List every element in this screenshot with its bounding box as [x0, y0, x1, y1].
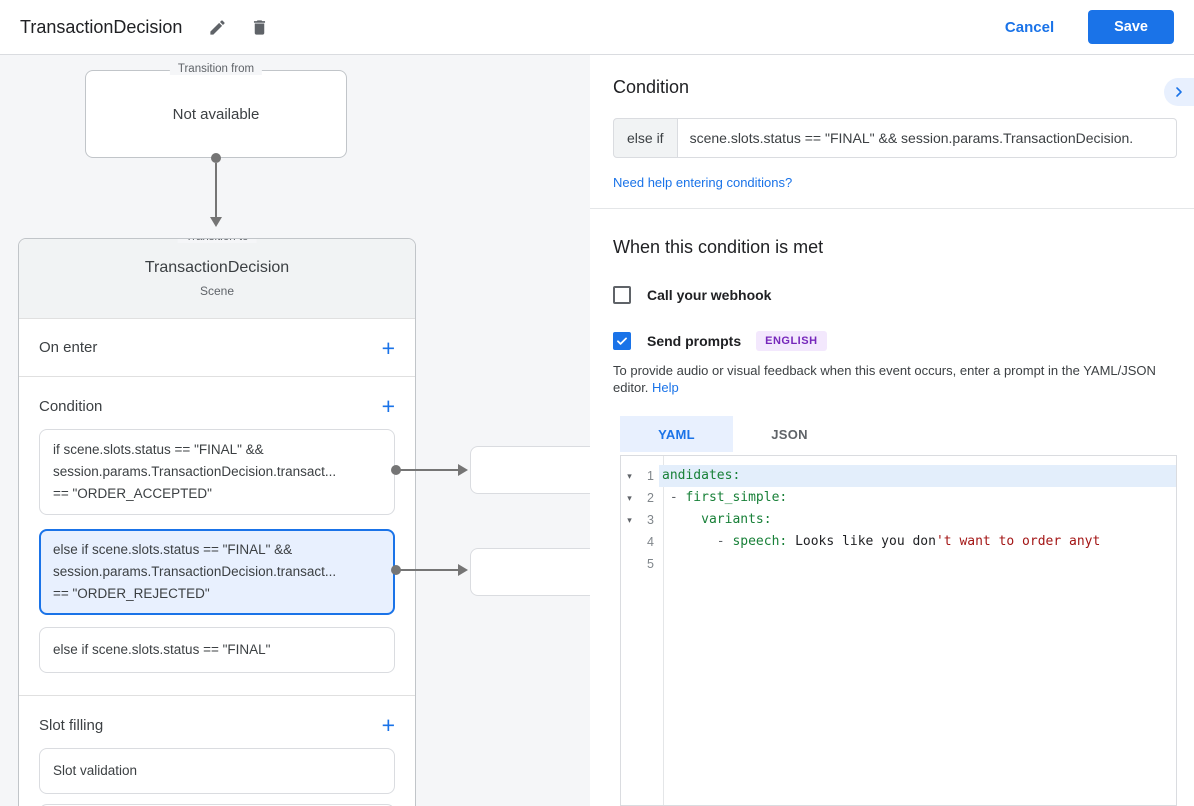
trash-icon — [253, 19, 265, 35]
fold-arrow-icon[interactable]: ▾ — [627, 493, 632, 503]
check-icon — [617, 337, 627, 345]
gutter-separator — [663, 456, 664, 805]
top-bar: TransactionDecision Cancel Save — [0, 0, 1194, 55]
collapse-panel-button[interactable] — [1164, 78, 1194, 106]
add-on-enter-button[interactable] — [382, 338, 395, 358]
line-content: andidates: — [659, 465, 1176, 487]
chevron-right-icon — [1176, 87, 1182, 97]
transition-to-legend: Transition to — [177, 239, 257, 243]
condition-card-order-accepted[interactable]: if scene.slots.status == "FINAL" && sess… — [39, 429, 395, 515]
webhook-label: Call your webhook — [647, 287, 772, 303]
line-number: 1 — [647, 469, 654, 483]
webhook-checkbox[interactable] — [613, 286, 631, 304]
scene-type: Scene — [199, 284, 235, 298]
send-prompts-row: Send prompts ENGLISH — [613, 331, 1177, 351]
fold-spacer — [621, 553, 638, 575]
transition-target-box[interactable] — [470, 446, 590, 494]
editor-line-3[interactable]: ▾ 3 variants: — [621, 509, 1176, 531]
connector-line — [400, 569, 458, 571]
add-condition-button[interactable] — [382, 396, 395, 416]
yaml-editor[interactable]: ▾ 1 andidates: ▾ 2 - first_simple: ▾ 3 variant… — [620, 455, 1177, 806]
connector-line — [215, 163, 217, 217]
arrow-right-icon — [458, 564, 468, 576]
line-number: 5 — [647, 557, 654, 571]
panel-divider — [590, 208, 1194, 209]
tab-yaml[interactable]: YAML — [620, 416, 733, 452]
flow-canvas: Transition from Not available Transition… — [0, 55, 590, 806]
line-number: 3 — [647, 513, 654, 527]
connector-dot — [391, 565, 401, 575]
cancel-button[interactable]: Cancel — [1004, 18, 1055, 36]
transition-target-box[interactable] — [470, 548, 590, 596]
editor-line-1[interactable]: ▾ 1 andidates: — [621, 465, 1176, 487]
condition-section-label: Condition — [39, 397, 103, 415]
edit-scene-button[interactable] — [204, 14, 230, 40]
on-enter-label: On enter — [39, 339, 98, 356]
tab-json[interactable]: JSON — [771, 426, 808, 442]
editor-line-4[interactable]: 4 - speech: Looks like you don't want to… — [621, 531, 1176, 553]
condition-line: session.params.TransactionDecision.trans… — [53, 464, 337, 479]
page-title: TransactionDecision — [20, 16, 183, 37]
editor-tabs: YAML JSON — [620, 416, 1177, 452]
slot-filling-section: Slot filling Slot validation — [19, 696, 415, 806]
condition-section: Condition if scene.slots.status == "FINA… — [19, 377, 415, 696]
editor-line-2[interactable]: ▾ 2 - first_simple: — [621, 487, 1176, 509]
prompts-description-text: To provide audio or visual feedback when… — [613, 363, 1156, 395]
editor-line-5[interactable]: 5 — [621, 553, 1176, 575]
transition-from-box[interactable]: Transition from Not available — [85, 63, 347, 158]
condition-expression-row: else if — [613, 118, 1177, 158]
condition-card-order-rejected[interactable]: else if scene.slots.status == "FINAL" &&… — [39, 529, 395, 615]
slot-validation-card[interactable]: Slot validation — [39, 748, 395, 794]
line-number: 4 — [647, 535, 654, 549]
connector-line — [400, 469, 458, 471]
on-enter-section: On enter — [19, 319, 415, 377]
line-content: - first_simple: — [662, 490, 788, 505]
line-content: variants: — [662, 512, 772, 527]
when-met-title: When this condition is met — [613, 237, 824, 257]
fold-arrow-icon[interactable]: ▾ — [627, 471, 632, 481]
line-content: - speech: Looks like you don't want to o… — [662, 534, 1101, 549]
transition-from-value: Not available — [172, 105, 260, 123]
pencil-icon — [210, 19, 225, 35]
fold-arrow-icon[interactable]: ▾ — [627, 515, 632, 525]
line-content — [659, 553, 1176, 575]
slot-filling-label: Slot filling — [39, 716, 104, 734]
delete-scene-button[interactable] — [246, 14, 272, 40]
connector-dot — [211, 153, 221, 163]
condition-line: if scene.slots.status == "FINAL" && — [53, 442, 264, 457]
condition-panel-title: Condition — [613, 77, 690, 97]
language-badge: ENGLISH — [756, 331, 827, 351]
arrow-right-icon — [458, 464, 468, 476]
add-slot-button[interactable] — [382, 715, 395, 735]
scene-header: TransactionDecision Scene — [19, 239, 415, 319]
connector-dot — [391, 465, 401, 475]
prompts-description: To provide audio or visual feedback when… — [613, 362, 1177, 396]
help-link[interactable]: Help — [652, 380, 679, 395]
webhook-row: Call your webhook — [613, 286, 1177, 304]
condition-line: session.params.TransactionDecision.trans… — [53, 564, 337, 579]
condition-prefix: else if — [613, 118, 678, 158]
transition-to-card: Transition to TransactionDecision Scene … — [18, 238, 416, 806]
condition-line: else if scene.slots.status == "FINAL" — [53, 642, 271, 657]
scene-name: TransactionDecision — [144, 259, 290, 276]
condition-line: == "ORDER_REJECTED" — [53, 586, 210, 601]
save-button[interactable]: Save — [1088, 10, 1174, 44]
line-number: 2 — [647, 491, 654, 505]
condition-detail-panel: Condition else if Need help entering con… — [590, 55, 1194, 806]
fold-spacer — [621, 531, 638, 553]
send-prompts-checkbox[interactable] — [613, 332, 631, 350]
send-prompts-label: Send prompts — [647, 333, 742, 349]
editor-lines: ▾ 1 andidates: ▾ 2 - first_simple: ▾ 3 variant… — [621, 456, 1176, 575]
conditions-help-link[interactable]: Need help entering conditions? — [613, 175, 793, 190]
arrow-down-icon — [210, 217, 222, 227]
condition-line: else if scene.slots.status == "FINAL" && — [53, 542, 293, 557]
transition-from-legend: Transition from — [169, 63, 263, 75]
condition-line: == "ORDER_ACCEPTED" — [53, 486, 212, 501]
condition-card-final[interactable]: else if scene.slots.status == "FINAL" — [39, 627, 395, 673]
condition-expression-input[interactable] — [677, 118, 1177, 158]
